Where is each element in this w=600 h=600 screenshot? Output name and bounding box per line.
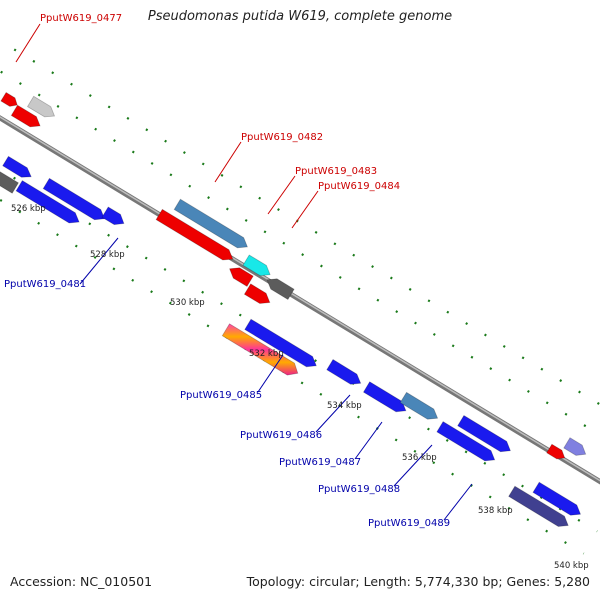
- features-layer: [0, 91, 587, 527]
- gene-labels: PputW619_0477PputW619_0482PputW619_0483P…: [4, 13, 450, 529]
- feature-arrow-24: [532, 481, 582, 516]
- leader-line-1: [15, 23, 41, 63]
- gene-label-5: PputW619_0481: [4, 279, 86, 290]
- ruler-label-8: 540 kbp: [554, 561, 589, 571]
- feature-arrow-21: [436, 421, 496, 462]
- gene-label-2: PputW619_0482: [241, 132, 323, 143]
- feature-arrow-4: [2, 155, 32, 178]
- feature-arrow-23: [546, 443, 566, 460]
- feature-arrow-13: [266, 278, 295, 301]
- gene-label-7: PputW619_0486: [240, 430, 322, 441]
- gene-label-3: PputW619_0483: [295, 166, 377, 177]
- feature-arrow-6: [42, 177, 106, 221]
- feature-arrow-9: [173, 198, 248, 249]
- leader-line-10: [443, 483, 473, 521]
- feature-arrow-15: [244, 318, 317, 368]
- feature-arrow-20: [457, 414, 511, 453]
- leader-line-5: [79, 237, 119, 285]
- backbone-highlight: [0, 116, 600, 482]
- feature-arrow-2: [10, 104, 41, 128]
- feature-arrow-7: [15, 180, 80, 224]
- gene-label-8: PputW619_0487: [279, 457, 361, 468]
- ruler-label-6: 536 kbp: [402, 453, 437, 463]
- ruler-label-1: 526 kbp: [11, 204, 46, 214]
- ruler-label-7: 538 kbp: [478, 506, 513, 516]
- backbone: [0, 115, 600, 485]
- tick-row-2: [0, 70, 600, 437]
- feature-arrow-11: [242, 254, 271, 277]
- ruler-label-4: 532 kbp: [249, 349, 284, 359]
- genome-summary-text: Topology: circular; Length: 5,774,330 bp…: [246, 574, 590, 589]
- gene-label-10: PputW619_0489: [368, 518, 450, 529]
- label-leaders: [15, 23, 473, 521]
- feature-arrow-14: [243, 283, 271, 304]
- map-title: Pseudomonas putida W619, complete genome: [147, 9, 453, 24]
- feature-arrow-1: [26, 95, 56, 118]
- feature-arrow-3: [0, 91, 18, 107]
- leader-line-3: [267, 175, 296, 215]
- leader-line-4: [291, 190, 319, 229]
- tick-row-4: [0, 198, 585, 555]
- leader-line-2: [214, 141, 242, 183]
- leader-line-9: [393, 444, 433, 487]
- ruler-labels: 526 kbp 528 kbp 530 kbp 532 kbp 534 kbp 536 k…: [11, 204, 589, 571]
- backbone-line: [0, 115, 600, 485]
- feature-arrow-19: [399, 391, 439, 420]
- feature-arrow-22: [563, 437, 587, 456]
- feature-arrow-10: [155, 208, 234, 261]
- feature-arrow-17: [326, 358, 362, 385]
- gene-label-4: PputW619_0484: [318, 181, 400, 192]
- ruler-label-5: 534 kbp: [327, 401, 362, 411]
- accession-text: Accession: NC_010501: [10, 574, 153, 589]
- gene-label-1: PputW619_0477: [40, 13, 122, 24]
- gene-label-9: PputW619_0488: [318, 484, 400, 495]
- feature-arrow-5: [0, 171, 19, 194]
- ruler-label-3: 530 kbp: [170, 298, 205, 308]
- feature-arrow-16: [221, 323, 299, 376]
- feature-arrow-18: [362, 381, 407, 413]
- ruler-label-2: 528 kbp: [90, 250, 125, 260]
- leader-line-6: [257, 354, 284, 393]
- tick-row-1: [13, 48, 600, 406]
- leader-line-7: [315, 394, 351, 433]
- feature-arrow-8: [101, 206, 125, 226]
- tick-row-3: [0, 168, 598, 533]
- gene-label-6: PputW619_0485: [180, 390, 262, 401]
- feature-arrow-25: [508, 485, 569, 527]
- leader-line-8: [354, 421, 383, 460]
- feature-arrow-12: [229, 267, 254, 287]
